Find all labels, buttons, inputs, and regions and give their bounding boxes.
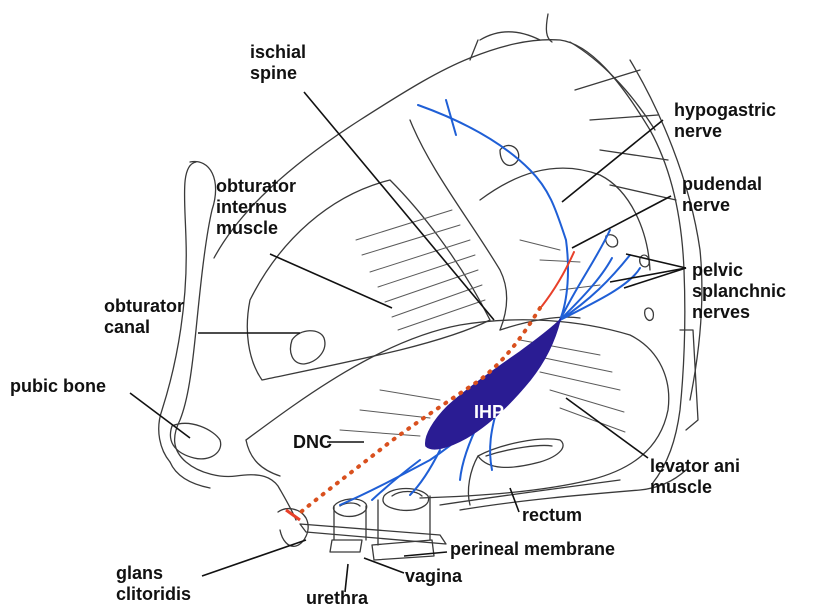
- levator-ani-region: [246, 240, 669, 498]
- label-pudendal-nerve-line1: pudendal: [682, 174, 762, 195]
- label-urethra: urethra: [306, 588, 368, 609]
- label-glans-clitoridis-line1: glans: [116, 563, 191, 584]
- label-ischial-spine-line2: spine: [250, 63, 306, 84]
- label-ischial-spine: ischial spine: [250, 42, 306, 84]
- label-levator-ani-line1: levator ani: [650, 456, 740, 477]
- label-pelvic-splanchnic-line1: pelvic: [692, 260, 786, 281]
- label-hypogastric-nerve: hypogastric nerve: [674, 100, 776, 142]
- label-pubic-bone: pubic bone: [10, 376, 106, 397]
- label-obturator-internus-line3: muscle: [216, 218, 296, 239]
- label-ischial-spine-line1: ischial: [250, 42, 306, 63]
- obturator-canal-shape: [291, 331, 325, 364]
- label-obturator-internus-line2: internus: [216, 197, 296, 218]
- label-obturator-canal: obturator canal: [104, 296, 184, 338]
- label-hypogastric-nerve-line1: hypogastric: [674, 100, 776, 121]
- leader-lines: [130, 92, 686, 592]
- label-pelvic-splanchnic-nerves: pelvic splanchnic nerves: [692, 260, 786, 323]
- label-perineal-membrane: perineal membrane: [450, 539, 615, 560]
- label-pudendal-nerve: pudendal nerve: [682, 174, 762, 216]
- label-pudendal-nerve-line2: nerve: [682, 195, 762, 216]
- label-levator-ani-line2: muscle: [650, 477, 740, 498]
- label-dnc: DNC: [293, 432, 332, 453]
- label-rectum: rectum: [522, 505, 582, 526]
- label-levator-ani-muscle: levator ani muscle: [650, 456, 740, 498]
- label-pelvic-splanchnic-line3: nerves: [692, 302, 786, 323]
- label-obturator-canal-line2: canal: [104, 317, 184, 338]
- label-vagina: vagina: [405, 566, 462, 587]
- label-hypogastric-nerve-line2: nerve: [674, 121, 776, 142]
- label-obturator-internus-muscle: obturator internus muscle: [216, 176, 296, 239]
- label-pelvic-splanchnic-line2: splanchnic: [692, 281, 786, 302]
- label-ihp: IHP: [474, 402, 504, 423]
- label-obturator-internus-line1: obturator: [216, 176, 296, 197]
- label-glans-clitoridis: glans clitoridis: [116, 563, 191, 605]
- label-glans-clitoridis-line2: clitoridis: [116, 584, 191, 605]
- label-obturator-canal-line1: obturator: [104, 296, 184, 317]
